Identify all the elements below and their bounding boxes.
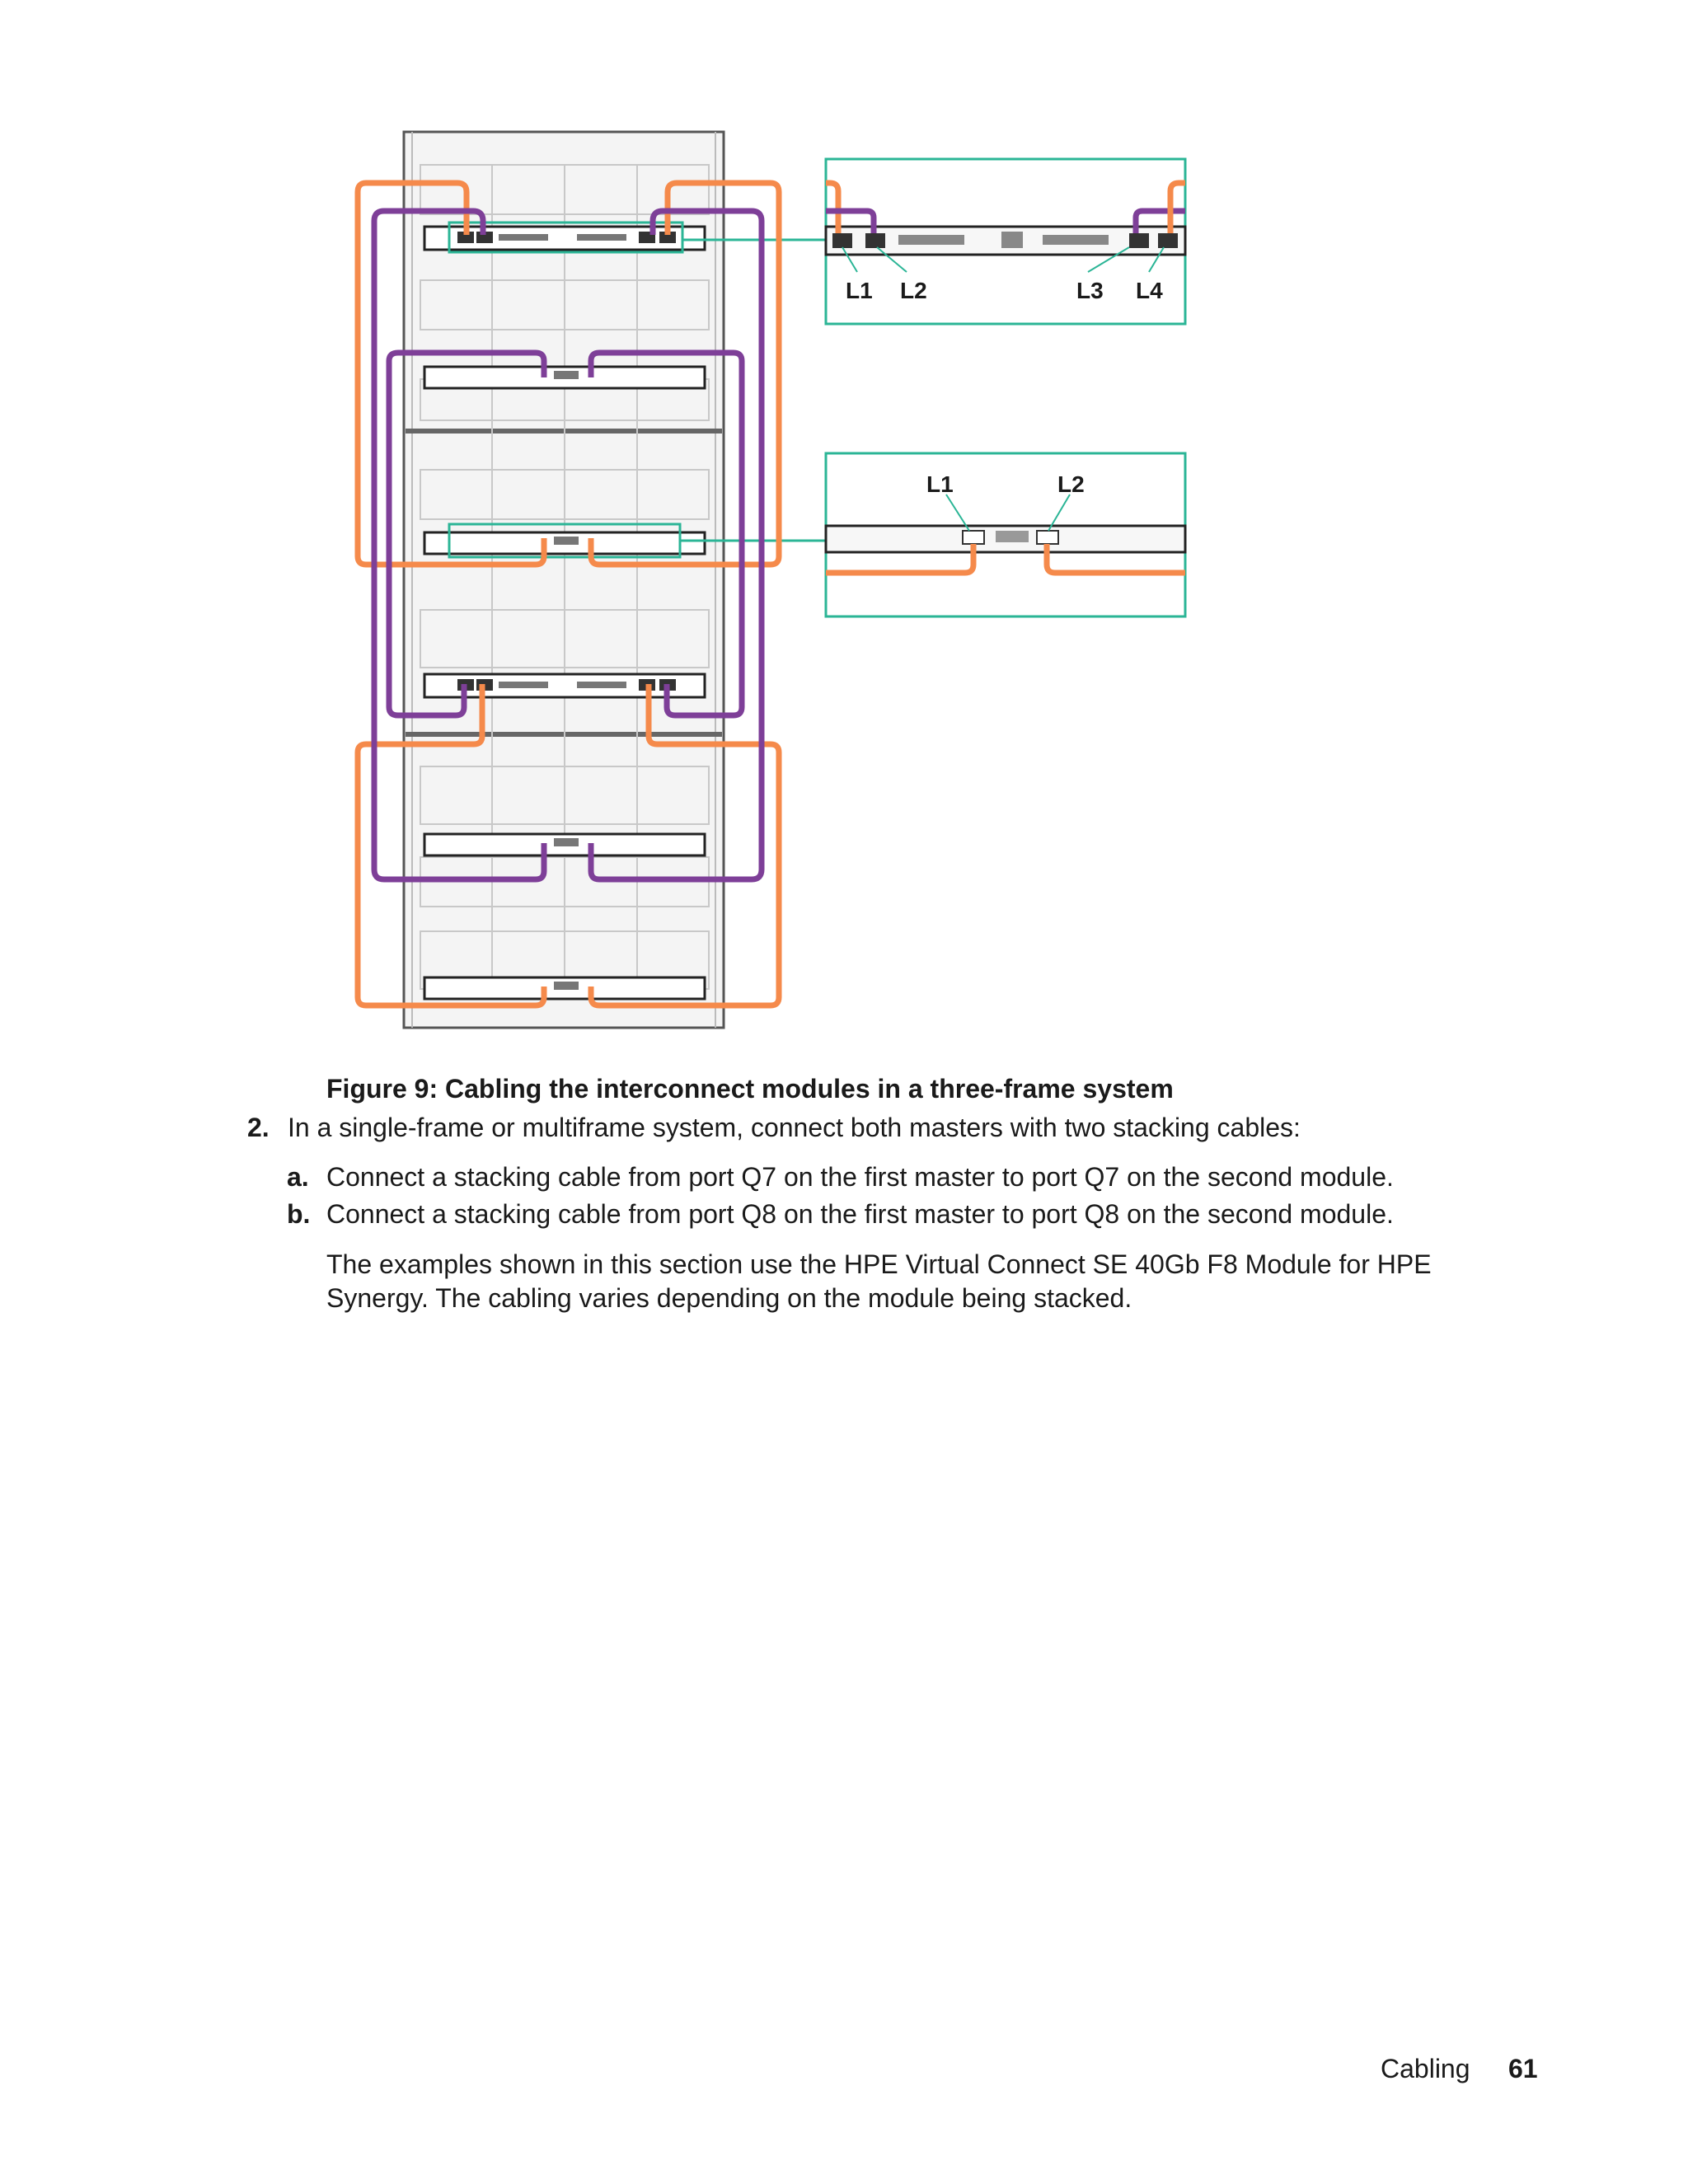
rack-frame bbox=[402, 130, 725, 1029]
substep-text: Connect a stacking cable from port Q8 on… bbox=[326, 1199, 1394, 1229]
figure-caption: Figure 9: Cabling the interconnect modul… bbox=[326, 1074, 1174, 1104]
callout-top-label-L3: L3 bbox=[1076, 278, 1104, 303]
purple-cables bbox=[371, 208, 765, 883]
step-text: In a single-frame or multiframe system, … bbox=[288, 1113, 1301, 1142]
callout-bottom-label-L1: L1 bbox=[926, 471, 954, 497]
callout-top-label-L1: L1 bbox=[846, 278, 873, 303]
callout-top: L1 L2 L3 L4 bbox=[824, 157, 1187, 326]
callout-bottom: L1 L2 bbox=[824, 452, 1187, 618]
cabling-diagram: L1 L2 L3 L4 L1 L2 bbox=[354, 130, 1187, 1029]
footer-section: Cabling bbox=[1381, 2054, 1470, 2083]
callout-bottom-label-L2: L2 bbox=[1057, 471, 1085, 497]
page-number: 61 bbox=[1508, 2054, 1538, 2083]
module-ports bbox=[457, 232, 676, 990]
highlight-boxes bbox=[448, 221, 826, 559]
orange-cables bbox=[354, 180, 782, 1009]
substep-letter: a. bbox=[287, 1162, 309, 1192]
substep-letter: b. bbox=[287, 1199, 311, 1229]
note-paragraph: The examples shown in this section use t… bbox=[326, 1249, 1432, 1313]
callout-top-label-L4: L4 bbox=[1136, 278, 1163, 303]
callout-top-label-L2: L2 bbox=[900, 278, 927, 303]
step-number: 2. bbox=[247, 1113, 270, 1142]
substep-text: Connect a stacking cable from port Q7 on… bbox=[326, 1162, 1394, 1192]
interconnect-modules bbox=[423, 225, 706, 1001]
